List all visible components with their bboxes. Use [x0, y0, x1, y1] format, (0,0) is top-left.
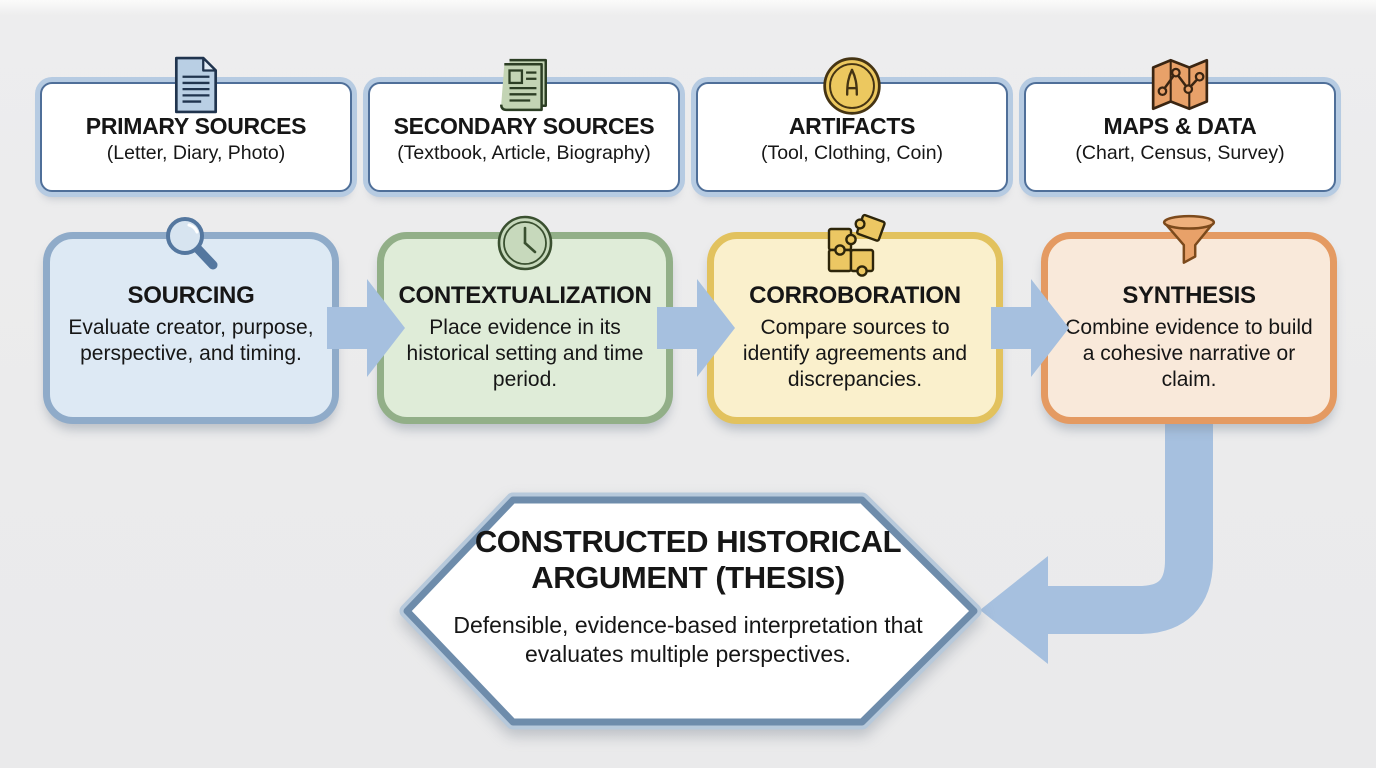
step-description: Compare sources to identify agreements a… — [742, 316, 968, 392]
source-box-artifacts: ARTIFACTS (Tool, Clothing, Coin) — [696, 57, 1008, 192]
step-box-corroboration: CORROBORATION Compare sources to identif… — [707, 213, 1003, 424]
step-description: Place evidence in its historical setting… — [406, 316, 644, 392]
step-title: CORROBORATION — [749, 282, 961, 309]
document-icon — [171, 56, 221, 114]
puzzle-icon — [822, 213, 888, 277]
source-subtitle: (Chart, Census, Survey) — [1075, 142, 1285, 165]
step-title: SYNTHESIS — [1122, 282, 1256, 309]
arrow-contextualization-to-corroboration — [657, 279, 735, 377]
source-subtitle: (Textbook, Article, Biography) — [397, 142, 651, 165]
thesis-content: CONSTRUCTED HISTORICAL ARGUMENT (THESIS)… — [450, 524, 926, 670]
step-box-contextualization: CONTEXTUALIZATION Place evidence in its … — [377, 215, 673, 424]
source-box-primary-sources: PRIMARY SOURCES (Letter, Diary, Photo) — [40, 56, 352, 192]
step-box-sourcing: SOURCING Evaluate creator, purpose, pers… — [43, 217, 339, 424]
source-subtitle: (Letter, Diary, Photo) — [106, 142, 286, 165]
newspaper-icon — [497, 56, 551, 114]
coin-icon — [822, 56, 882, 116]
arrow-sourcing-to-contextualization — [327, 279, 405, 377]
arrow-corroboration-to-synthesis — [991, 279, 1069, 377]
source-box-secondary-sources: SECONDARY SOURCES (Textbook, Article, Bi… — [368, 58, 680, 192]
thesis-title: CONSTRUCTED HISTORICAL ARGUMENT (THESIS) — [474, 524, 902, 595]
step-title: SOURCING — [127, 282, 255, 309]
source-title: SECONDARY SOURCES — [393, 113, 655, 139]
funnel-icon — [1159, 213, 1219, 271]
clock-icon — [495, 213, 555, 273]
source-title: MAPS & DATA — [1103, 113, 1257, 139]
step-description: Evaluate creator, purpose, perspective, … — [68, 316, 314, 366]
source-box-maps-data: MAPS & DATA (Chart, Census, Survey) — [1024, 58, 1336, 192]
map-icon — [1148, 56, 1212, 114]
step-box-synthesis: SYNTHESIS Combine evidence to build a co… — [1041, 214, 1337, 424]
source-title: PRIMARY SOURCES — [85, 113, 307, 139]
source-title: ARTIFACTS — [788, 113, 916, 139]
thesis-description: Defensible, evidence-based interpretatio… — [453, 611, 923, 668]
step-title: CONTEXTUALIZATION — [398, 282, 652, 309]
thesis-hexagon — [399, 492, 982, 730]
magnifier-icon — [160, 213, 222, 275]
source-subtitle: (Tool, Clothing, Coin) — [760, 142, 944, 165]
step-description: Combine evidence to build a cohesive nar… — [1065, 316, 1313, 392]
